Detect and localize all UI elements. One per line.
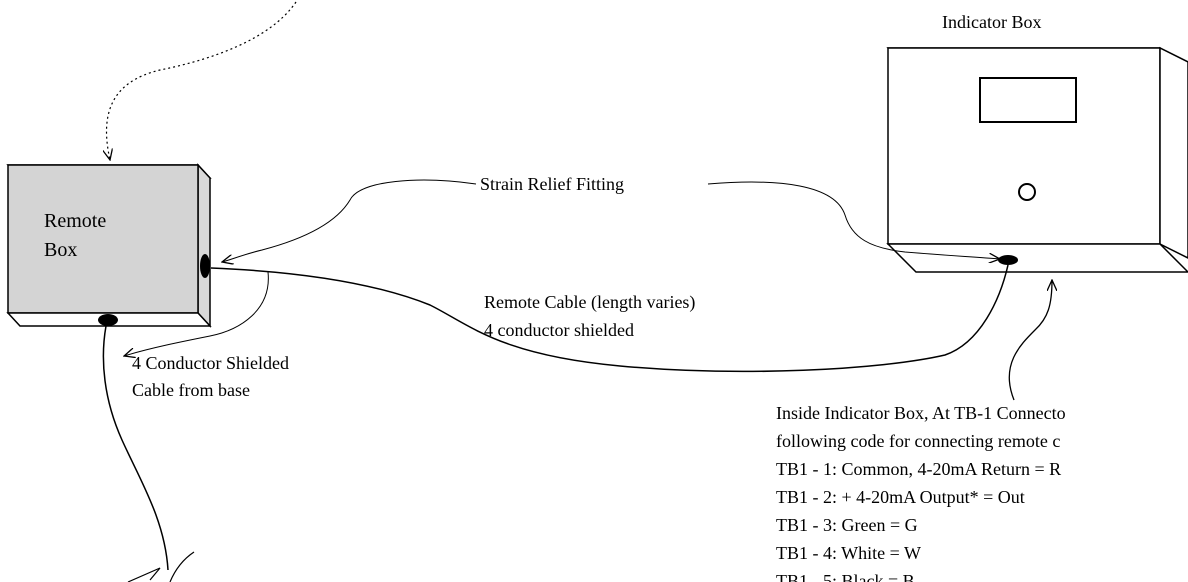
wiring-note-line: TB1 - 2: + 4-20mA Output* = Out [776, 487, 1025, 507]
indicator-box-title: Indicator Box [942, 12, 1041, 32]
indicator-cable-fitting [998, 255, 1018, 265]
indicator-knob [1018, 183, 1036, 201]
remote-box-face [7, 164, 199, 314]
wiring-note-line: TB1 - 4: White = W [776, 543, 921, 563]
indicator-display-window [979, 77, 1077, 123]
remote-bottom-fitting [98, 314, 118, 326]
wiring-notes: Inside Indicator Box, At TB-1 Connecto f… [776, 403, 1066, 582]
base-cable-leader [124, 271, 269, 356]
wiring-note-line: TB1 - 3: Green = G [776, 515, 918, 535]
wiring-notes-pointer [1008, 280, 1052, 401]
dotted-pointer-line [107, 1, 297, 160]
base-cable-label-line1: 4 Conductor Shielded [132, 353, 289, 373]
remote-cable-label-line2: 4 conductor shielded [484, 320, 634, 340]
base-cable [102, 325, 169, 571]
strain-relief-leader-right [707, 181, 1000, 259]
base-cable-tail [169, 551, 195, 582]
wiring-note-line: Inside Indicator Box, At TB-1 Connecto [776, 403, 1066, 423]
remote-side-fitting [200, 254, 210, 278]
remote-cable-label-line1: Remote Cable (length varies) [484, 292, 695, 313]
indicator-box-bottom [886, 243, 1188, 273]
remote-box-label-line1: Remote [44, 210, 106, 232]
base-cable-label-line2: Cable from base [132, 380, 250, 400]
wiring-note-line: TB1 - 1: Common, 4-20mA Return = R [776, 459, 1061, 479]
remote-box [6, 163, 212, 328]
wiring-note-line: following code for connecting remote c [776, 431, 1060, 451]
strain-relief-leader-left [222, 179, 477, 262]
remote-cable [210, 264, 1009, 373]
wiring-note-line: TB1 - 5: Black = B [776, 571, 915, 582]
remote-box-side [197, 163, 211, 328]
base-cable-arrow [127, 567, 161, 582]
strain-relief-label: Strain Relief Fitting [480, 174, 624, 194]
indicator-box [886, 46, 1188, 273]
remote-box-label-line2: Box [44, 239, 77, 261]
indicator-box-side [1159, 46, 1188, 259]
